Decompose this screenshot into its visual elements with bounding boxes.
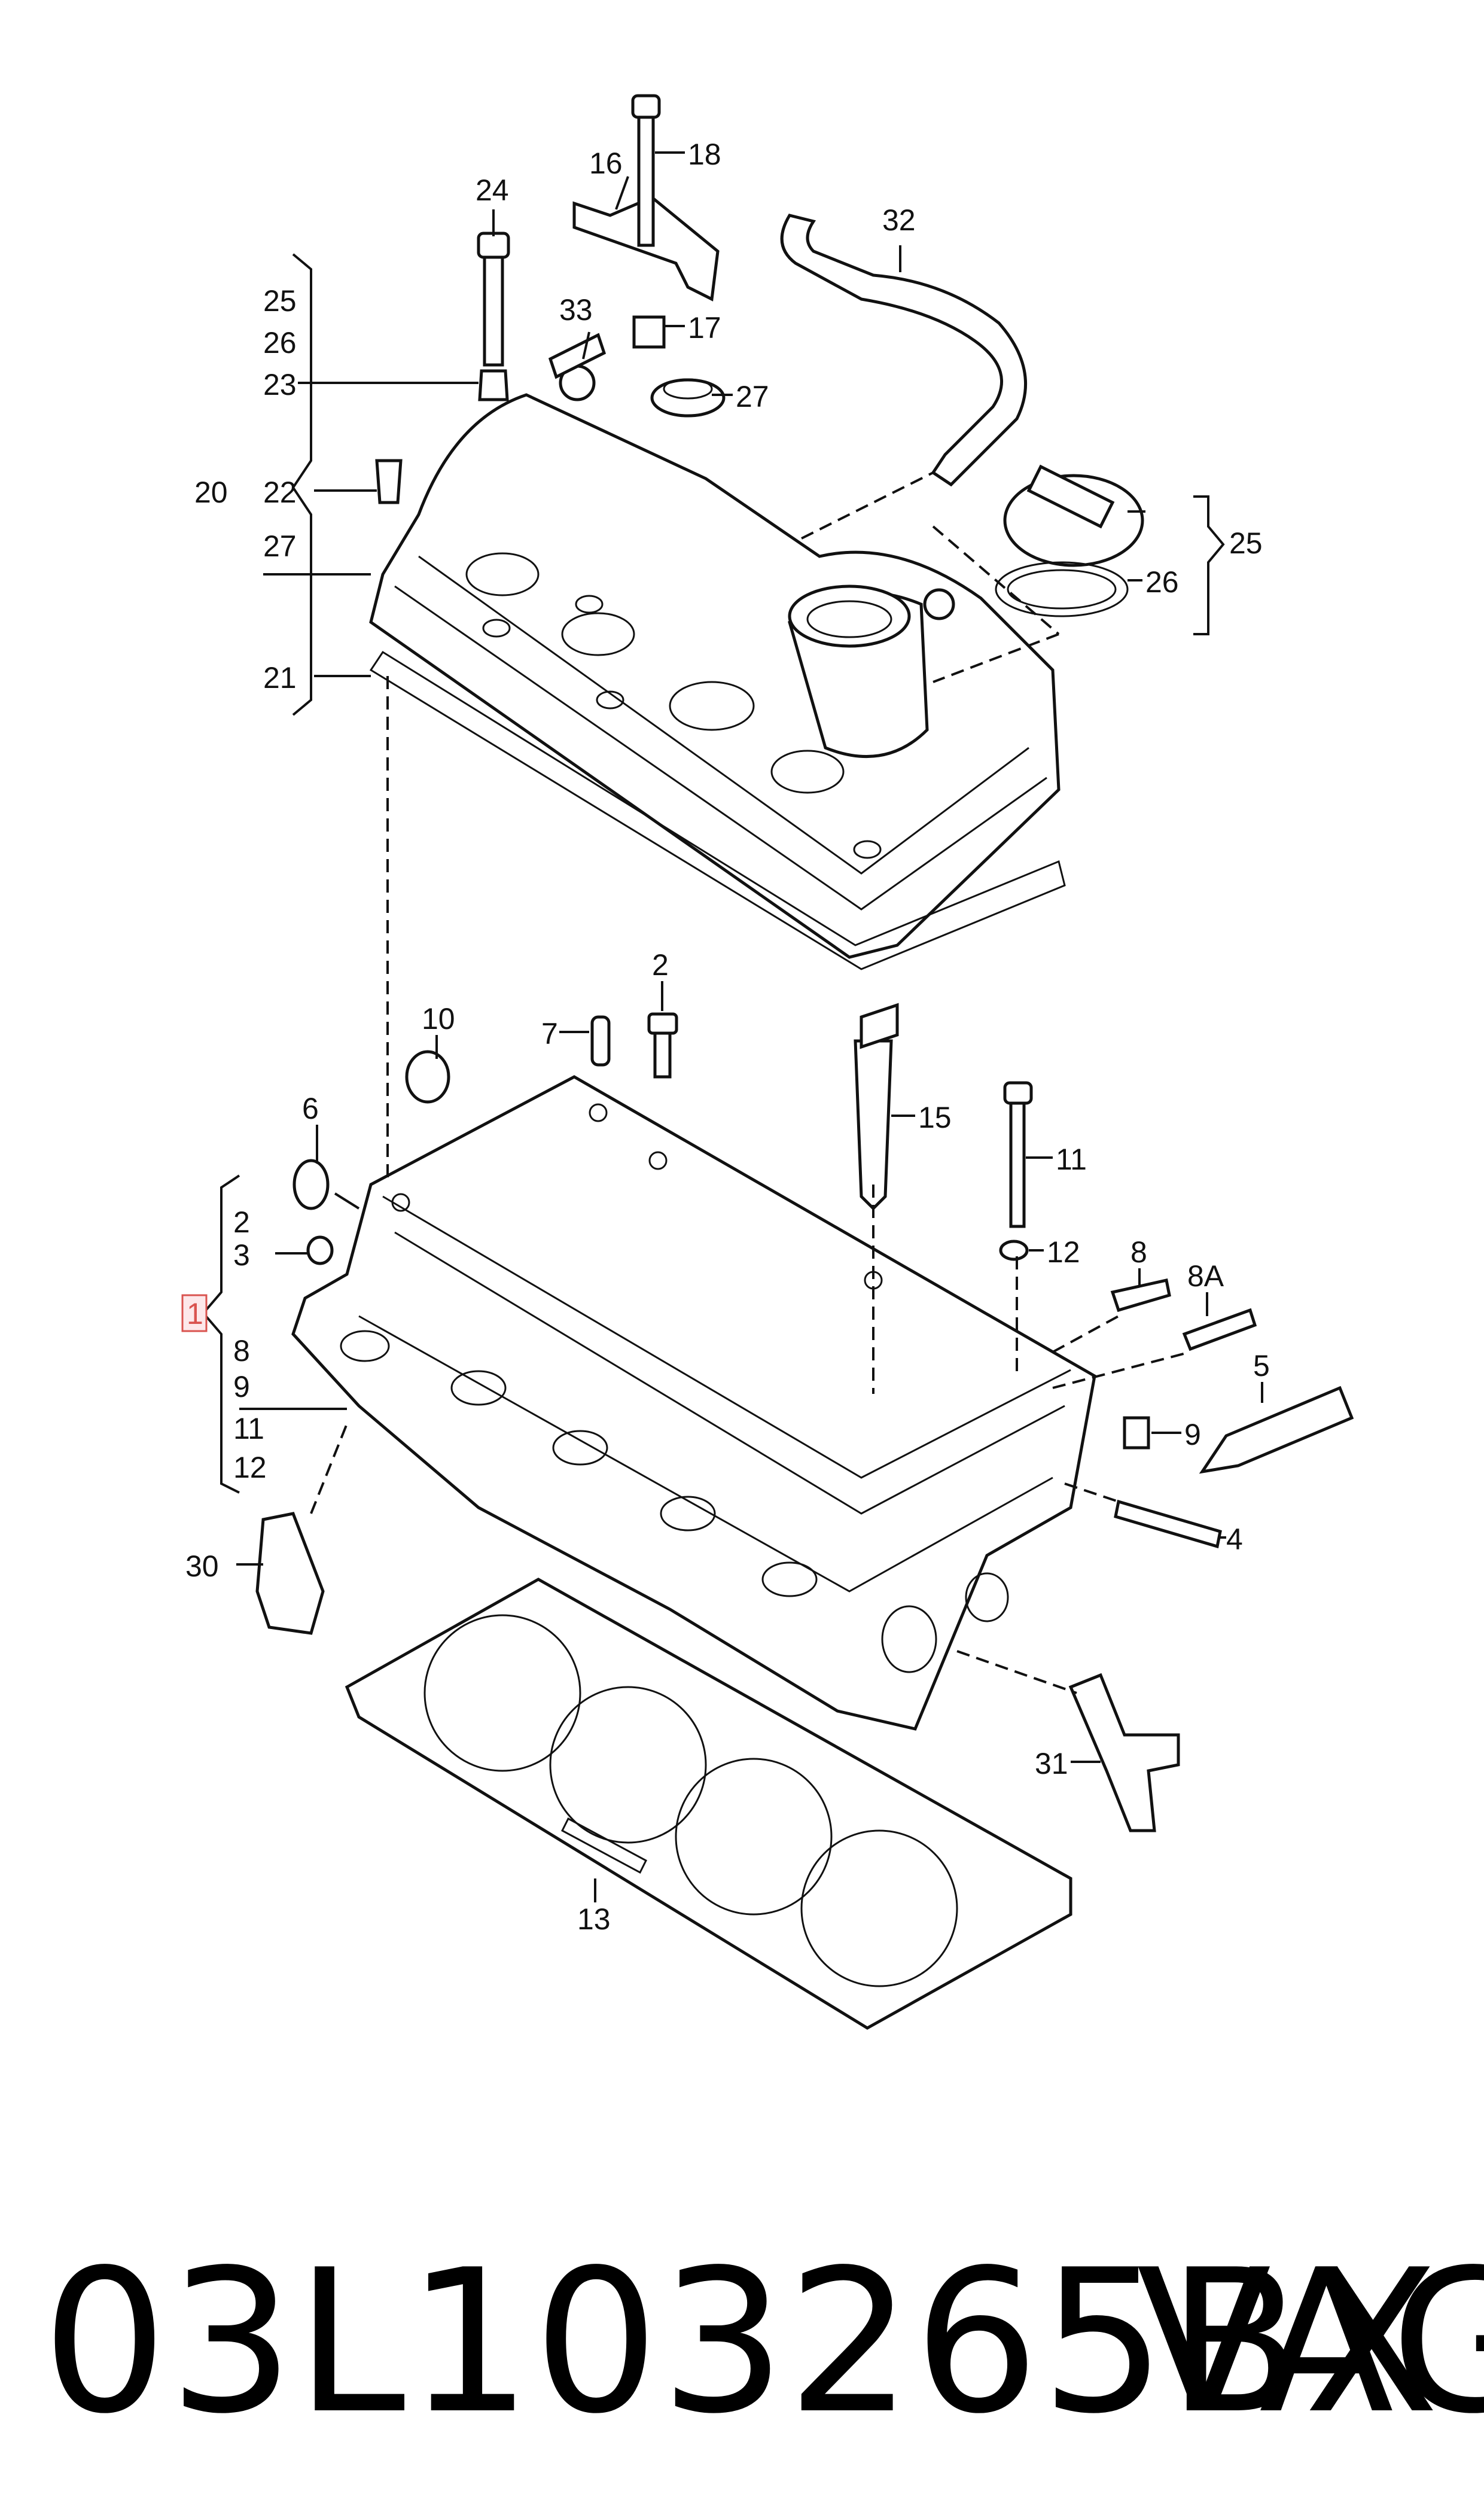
callout-18: 18 (688, 138, 721, 171)
bracket-16 (572, 196, 720, 302)
valve-cover-gasket (369, 650, 1066, 970)
pin-4 (1114, 1499, 1222, 1549)
callout-24: 24 (476, 173, 509, 207)
bolt-11 (1009, 1093, 1026, 1228)
seal-10 (405, 1050, 450, 1104)
callout-2a: 2 (652, 948, 669, 982)
cylinder-head (291, 1075, 1096, 1731)
stud-8A (1182, 1308, 1257, 1351)
callout-9a: 9 (233, 1370, 250, 1403)
callout-11a: 11 (1056, 1143, 1087, 1176)
callout-8A: 8A (1187, 1259, 1224, 1293)
callout-16: 16 (589, 147, 623, 180)
bolt-18 (637, 100, 655, 247)
callout-8b: 8 (233, 1334, 250, 1368)
callout-15: 15 (918, 1101, 952, 1134)
callout-2b: 2 (233, 1205, 250, 1239)
callout-12a: 12 (1047, 1235, 1080, 1269)
callout-30: 30 (185, 1549, 219, 1583)
valve-cover (369, 364, 1061, 959)
callout-1: 1 (187, 1297, 203, 1330)
callout-21: 21 (263, 661, 297, 695)
injector-15 (854, 1039, 893, 1211)
callout-33: 33 (559, 293, 593, 327)
callout-13: 13 (577, 1902, 611, 1936)
bracket-31 (1068, 1673, 1180, 1832)
callout-11b: 11 (233, 1412, 264, 1445)
bolt-24 (483, 243, 504, 367)
callout-1-highlight (181, 1294, 208, 1332)
callout-5: 5 (1253, 1349, 1270, 1383)
callout-7: 7 (541, 1017, 558, 1051)
callout-27a: 27 (736, 380, 769, 413)
seal-3 (306, 1235, 334, 1265)
nut-17 (632, 315, 666, 349)
callout-22: 22 (263, 476, 297, 509)
washer-12 (999, 1240, 1029, 1261)
callout-26b: 26 (1145, 565, 1179, 599)
part-number: 03L103265BX (42, 2227, 1440, 2457)
callout-31: 31 (1035, 1747, 1068, 1780)
oil-filler-cap (1003, 464, 1144, 567)
exploded-parts-diagram: 18 16 24 32 25 26 23 33 17 27 20 22 27 2… (181, 94, 1354, 2030)
callout-23: 23 (263, 368, 297, 401)
callout-17: 17 (688, 311, 721, 345)
callout-3: 3 (233, 1238, 250, 1272)
callout-8a: 8 (1130, 1235, 1147, 1269)
sealant-tube-5 (1199, 1386, 1354, 1474)
damper-33 (548, 333, 607, 379)
callout-12b: 12 (233, 1451, 267, 1484)
oil-filler-seal (995, 561, 1129, 617)
callout-4: 4 (1226, 1523, 1243, 1556)
spacer-23 (478, 369, 509, 401)
assembly-lines (310, 471, 1191, 1694)
callout-9b: 9 (1184, 1418, 1201, 1451)
pin-7 (590, 1015, 611, 1067)
stud-8 (1110, 1278, 1171, 1313)
callout-25b: 25 (1229, 526, 1263, 560)
callout-27b: 27 (263, 529, 297, 563)
callouts: 18 16 24 32 25 26 23 33 17 27 20 22 27 2… (181, 138, 1270, 1936)
bolt-2 (653, 1027, 672, 1079)
callout-25a: 25 (263, 284, 297, 318)
callout-20: 20 (194, 476, 228, 509)
head-gasket (345, 1578, 1072, 2030)
o-ring-6 (292, 1159, 330, 1210)
breather-hose (780, 214, 1028, 487)
callout-6: 6 (302, 1092, 319, 1125)
brand-label: VAG (1136, 2227, 1484, 2457)
plug-9 (1123, 1416, 1150, 1450)
callout-10: 10 (422, 1002, 455, 1036)
stud-22 (375, 459, 403, 504)
callout-32: 32 (882, 203, 916, 237)
callout-26a: 26 (263, 326, 297, 360)
bracket-30 (255, 1512, 325, 1635)
